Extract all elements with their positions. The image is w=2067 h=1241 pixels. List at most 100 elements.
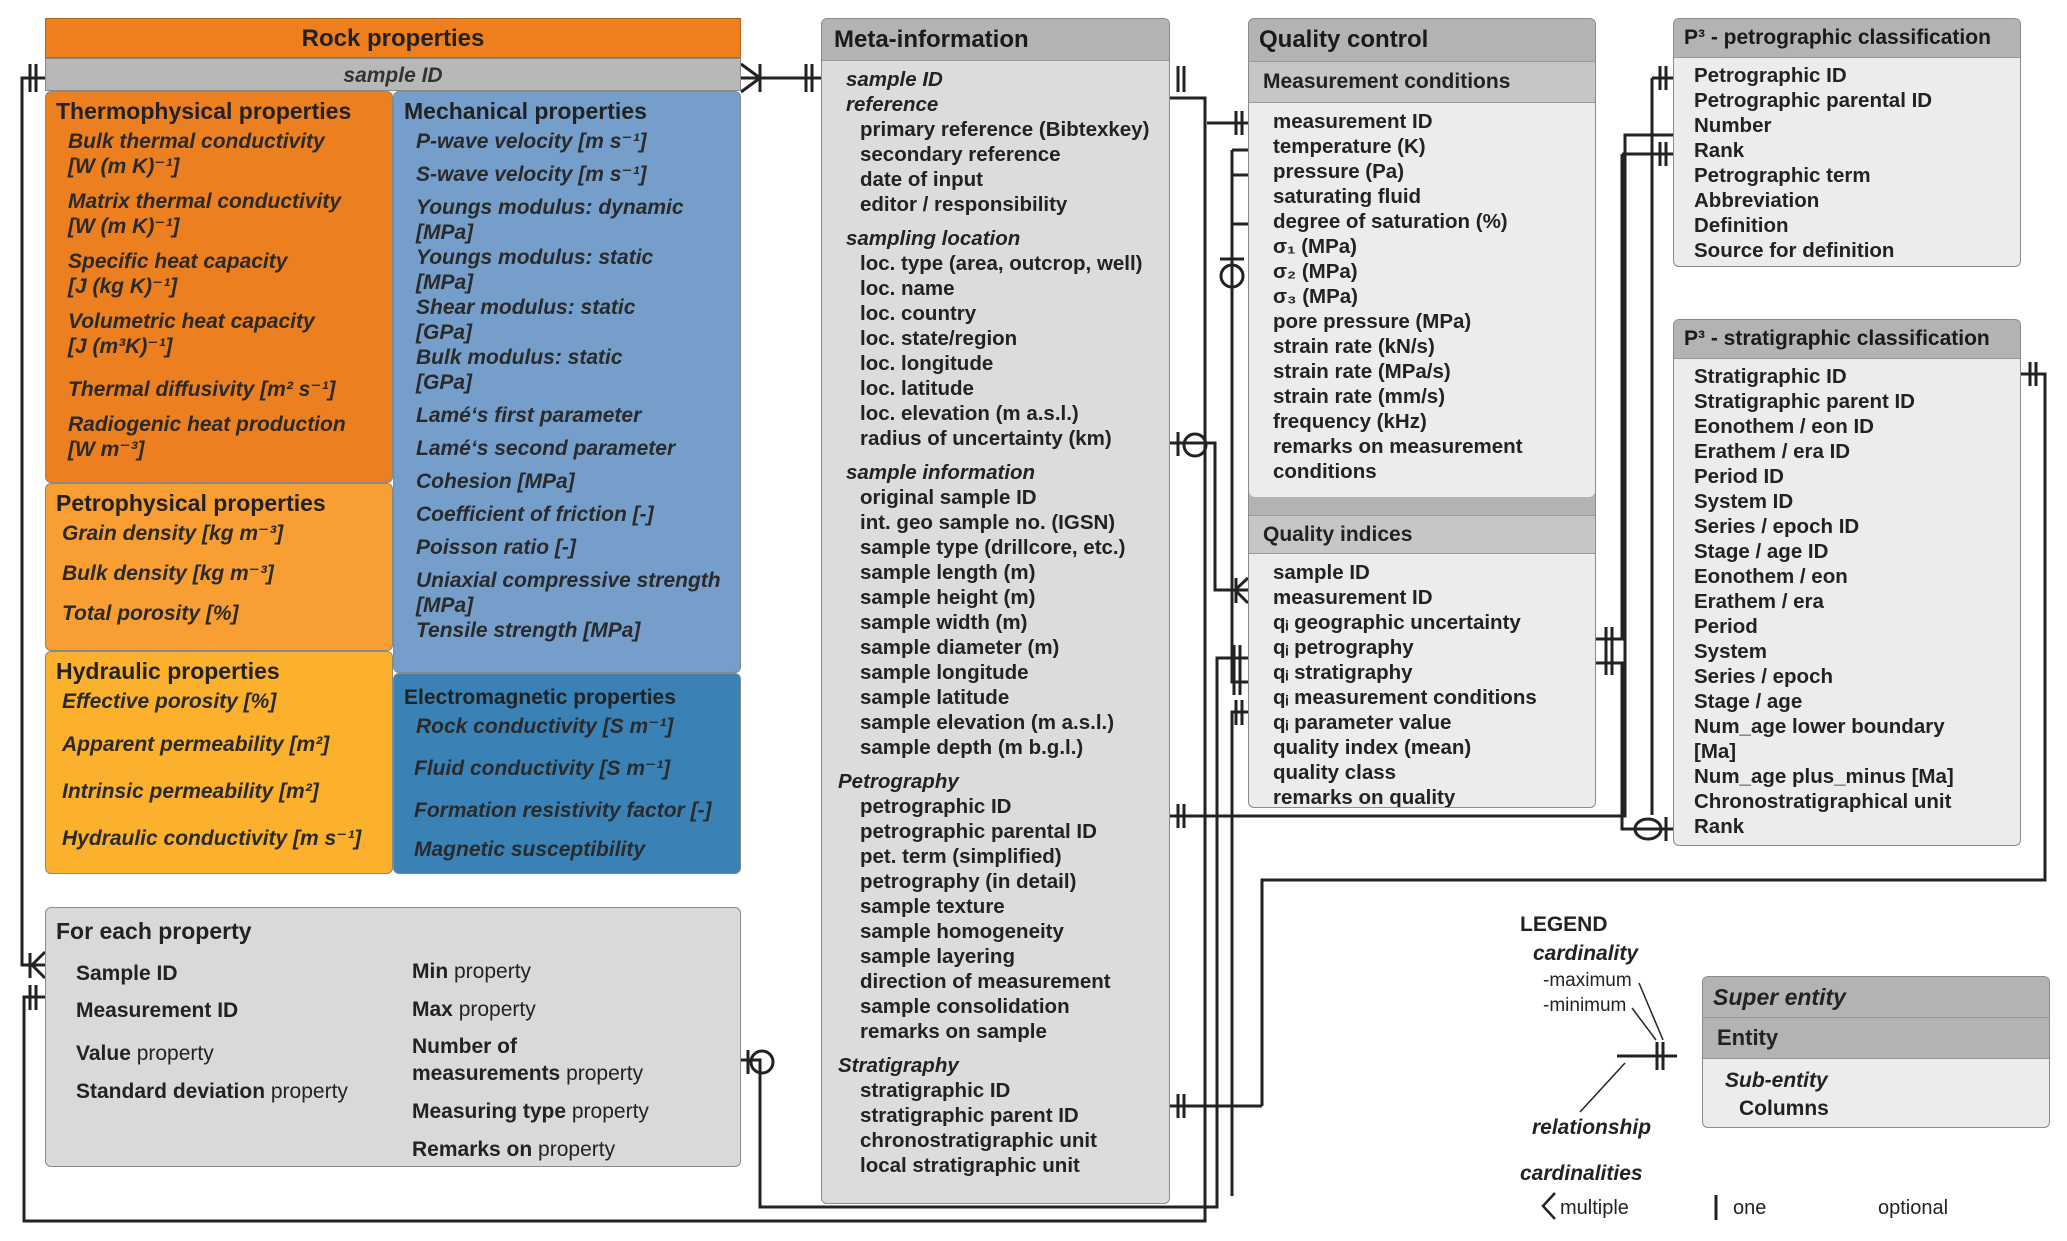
table-row: Stratigraphic ID — [1694, 365, 1847, 388]
table-row: sample elevation (m a.s.l.) — [860, 711, 1115, 734]
table-row: Stage / age — [1694, 690, 1803, 713]
field-sample-id: Sample ID — [76, 962, 178, 985]
property-item: Cohesion [MPa] — [416, 470, 575, 493]
opt-mc — [1219, 263, 1245, 289]
panel-title: Hydraulic properties — [56, 658, 280, 684]
for-each-property-panel: For each property Sample ID Measurement … — [45, 907, 741, 1167]
property-item: Fluid conductivity [S m⁻¹] — [414, 757, 671, 780]
property-item: Volumetric heat capacity — [68, 310, 315, 333]
table-row: petrographic ID — [860, 795, 1012, 818]
table-row: radius of uncertainty (km) — [860, 427, 1112, 450]
table-row: sample height (m) — [860, 586, 1036, 609]
table-row: direction of measurement — [860, 970, 1111, 993]
table-row: sample latitude — [860, 686, 1010, 709]
table-row: Period ID — [1694, 465, 1784, 488]
property-unit: [MPa] — [416, 594, 474, 617]
table-title: P³ - stratigraphic classification — [1674, 320, 2020, 359]
table-row: measurement ID — [1273, 110, 1433, 133]
table-row: Chronostratigraphical unit — [1694, 790, 1952, 813]
field-value: Value property — [76, 1042, 214, 1065]
table-row: quality index (mean) — [1273, 736, 1472, 759]
table-row: Petrographic parental ID — [1694, 89, 1933, 112]
quality-indices-header: Quality indices — [1249, 515, 1595, 554]
bar-qi-stratigraphy — [1232, 645, 1242, 695]
property-item: Poisson ratio [-] — [416, 536, 576, 559]
table-row: qᵢ petrography — [1273, 636, 1414, 659]
table-row: Series / epoch ID — [1694, 515, 1860, 538]
table-row: strain rate (kN/s) — [1273, 335, 1435, 358]
table-row: System ID — [1694, 490, 1794, 513]
crowfoot-each — [28, 950, 47, 980]
table-row: sample diameter (m) — [860, 636, 1060, 659]
crowfoot-rock — [740, 62, 763, 94]
p3-petrographic-classification-table: P³ - petrographic classification Petrogr… — [1673, 18, 2021, 267]
table-row: sample texture — [860, 895, 1005, 918]
table-row: sample layering — [860, 945, 1015, 968]
multiple-icon — [1541, 1192, 1556, 1220]
legend-entity: Entity — [1703, 1018, 2049, 1059]
property-item: Youngs modulus: dynamic — [416, 196, 684, 219]
table-row: degree of saturation (%) — [1273, 210, 1508, 233]
rel-qi-strat — [1596, 661, 1673, 831]
legend-maximum: -maximum — [1543, 970, 1632, 991]
table-title: Meta-information — [822, 19, 1169, 61]
bar-p3petro-top — [1658, 66, 1668, 90]
property-item: Coefficient of friction [-] — [416, 503, 654, 526]
table-row: σ₂ (MPa) — [1273, 260, 1358, 283]
field-number-of: Number of — [412, 1035, 517, 1058]
legend-one: one — [1733, 1197, 1767, 1219]
table-row: editor / responsibility — [860, 193, 1068, 216]
property-item: Formation resistivity factor [-] — [414, 799, 712, 822]
legend-columns: Columns — [1739, 1097, 1829, 1120]
section-title: Petrography — [838, 770, 959, 793]
opt-p3strat — [1633, 817, 1663, 841]
section-gap — [846, 451, 1169, 460]
rock-properties-key: sample ID — [45, 58, 741, 91]
table-row: loc. elevation (m a.s.l.) — [860, 402, 1079, 425]
table-row: qᵢ measurement conditions — [1273, 686, 1537, 709]
table-row: Definition — [1694, 214, 1789, 237]
property-item: Intrinsic permeability [m²] — [62, 780, 319, 803]
table-row: Period — [1694, 615, 1758, 638]
legend-pointer-max — [1638, 982, 1664, 1041]
table-row: sample type (drillcore, etc.) — [860, 536, 1126, 559]
rel-meta-petro — [1170, 133, 1673, 818]
section-title: sample ID — [846, 68, 943, 91]
legend-cardinality: cardinality — [1533, 942, 1639, 965]
table-row: strain rate (mm/s) — [1273, 385, 1446, 408]
p3-stratigraphic-classification-table: P³ - stratigraphic classification Strati… — [1673, 319, 2021, 846]
table-row: qᵢ geographic uncertainty — [1273, 611, 1521, 634]
property-item: Uniaxial compressive strength — [416, 569, 721, 592]
spacer — [1880, 1195, 1881, 1196]
table-row: sample consolidation — [860, 995, 1070, 1018]
property-unit: [J (m³K)⁻¹] — [68, 335, 173, 358]
table-row: loc. longitude — [860, 352, 994, 375]
table-row: Num_age lower boundary — [1694, 715, 1945, 738]
property-unit: [W m⁻³] — [68, 438, 145, 461]
table-row: sample longitude — [860, 661, 1029, 684]
legend-bar-icon — [1655, 1042, 1665, 1070]
section-title: sampling location — [846, 227, 1021, 250]
legend-pointer-rel — [1579, 1062, 1626, 1113]
table-row: qᵢ stratigraphy — [1273, 661, 1413, 684]
table-row: loc. country — [860, 302, 977, 325]
section-title: sample information — [846, 461, 1036, 484]
field-measuring-type: Measuring type property — [412, 1100, 649, 1123]
table-row: conditions — [1273, 460, 1377, 483]
property-item: S-wave velocity [m s⁻¹] — [416, 163, 647, 186]
property-unit: [J (kg K)⁻¹] — [68, 275, 178, 298]
table-row: remarks on measurement — [1273, 435, 1523, 458]
property-item: Tensile strength [MPa] — [416, 619, 641, 642]
table-row: frequency (kHz) — [1273, 410, 1427, 433]
panel-title: Electromagnetic properties — [404, 686, 676, 709]
table-row: secondary reference — [860, 143, 1061, 166]
table-row: Series / epoch — [1694, 665, 1834, 688]
table-row: loc. latitude — [860, 377, 974, 400]
table-row: strain rate (MPa/s) — [1273, 360, 1451, 383]
table-row: stratigraphic ID — [860, 1079, 1011, 1102]
legend-pointer-min — [1631, 1007, 1657, 1041]
